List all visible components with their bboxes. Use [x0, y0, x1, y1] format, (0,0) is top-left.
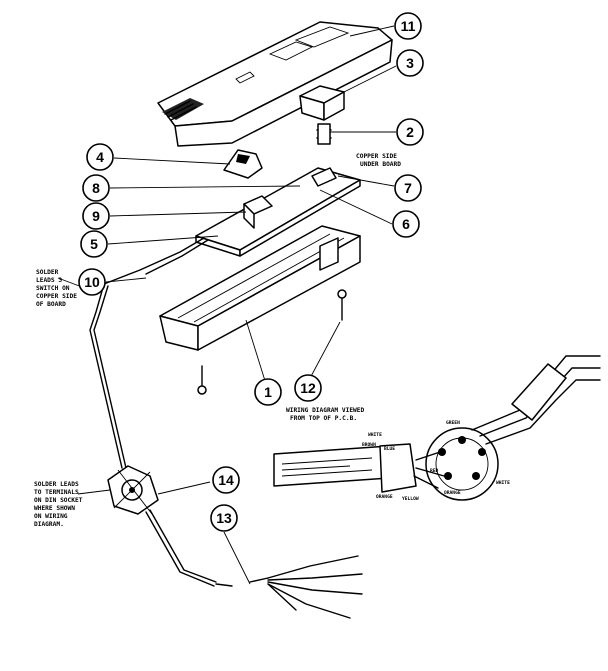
svg-text:GREEN: GREEN	[446, 420, 460, 426]
svg-text:DIAGRAM.: DIAGRAM.	[34, 521, 64, 528]
svg-text:8: 8	[92, 180, 100, 196]
svg-text:SOLDER LEADS: SOLDER LEADS	[34, 481, 79, 488]
svg-text:YELLOW: YELLOW	[402, 496, 419, 502]
svg-text:3: 3	[406, 55, 414, 71]
svg-text:ORANGE: ORANGE	[376, 494, 393, 500]
svg-text:4: 4	[96, 149, 104, 165]
svg-text:LEADS 3: LEADS 3	[36, 277, 62, 284]
button-cap-part	[299, 85, 345, 121]
wire-leads-part	[267, 555, 363, 619]
svg-text:SOLDER: SOLDER	[36, 269, 59, 276]
callout-9: 9	[82, 202, 110, 230]
top-cover-part	[157, 21, 393, 147]
svg-text:BROWN: BROWN	[362, 442, 376, 448]
callout-2: 2	[396, 118, 424, 146]
callout-13: 13	[210, 504, 238, 532]
svg-text:COPPER SIDE: COPPER SIDE	[356, 153, 397, 160]
callout-7: 7	[394, 174, 422, 202]
svg-text:WHITE: WHITE	[496, 480, 510, 486]
svg-text:ORANGE: ORANGE	[444, 490, 461, 496]
svg-text:WIRING DIAGRAM VIEWED: WIRING DIAGRAM VIEWED	[286, 407, 365, 414]
callout-10: 10	[78, 268, 106, 296]
base-tray-part	[159, 225, 361, 351]
svg-text:1: 1	[264, 384, 272, 400]
wire-color-labels: WHITE BROWN BLUE GREEN RED ORANGE YELLOW…	[362, 420, 510, 502]
svg-text:FROM TOP OF P.C.B.: FROM TOP OF P.C.B.	[290, 415, 357, 422]
note-wiring-view: WIRING DIAGRAM VIEWED FROM TOP OF P.C.B.	[286, 407, 365, 422]
svg-text:TO TERMINALS: TO TERMINALS	[34, 489, 79, 496]
callout-3: 3	[396, 49, 424, 77]
svg-text:7: 7	[404, 180, 412, 196]
svg-text:14: 14	[218, 472, 234, 488]
svg-text:ON WIRING: ON WIRING	[34, 513, 68, 520]
wiring-diagram	[273, 355, 601, 501]
svg-text:UNDER BOARD: UNDER BOARD	[360, 161, 401, 168]
callout-1: 1	[254, 378, 282, 406]
svg-text:5: 5	[90, 236, 98, 252]
svg-text:RED: RED	[430, 468, 439, 474]
svg-text:13: 13	[216, 510, 232, 526]
spring-part	[316, 123, 332, 145]
note-copper-side: COPPER SIDE UNDER BOARD	[356, 153, 401, 168]
slider-clip-part	[223, 149, 263, 179]
callout-5: 5	[80, 230, 108, 258]
svg-text:12: 12	[300, 380, 316, 396]
callout-8: 8	[82, 174, 110, 202]
svg-text:11: 11	[401, 18, 416, 34]
svg-text:10: 10	[84, 274, 100, 290]
callout-11: 11	[394, 12, 422, 40]
svg-text:COPPER SIDE: COPPER SIDE	[36, 293, 77, 300]
svg-text:WHERE SHOWN: WHERE SHOWN	[34, 505, 75, 512]
note-solder-leads-din: SOLDER LEADS TO TERMINALS ON DIN SOCKET …	[34, 481, 83, 528]
cable-part	[89, 283, 269, 587]
callout-12: 12	[294, 374, 322, 402]
din-socket-part	[107, 465, 159, 515]
svg-text:BLUE: BLUE	[384, 446, 395, 452]
callout-4: 4	[86, 143, 114, 171]
svg-text:6: 6	[402, 216, 410, 232]
svg-text:9: 9	[92, 208, 100, 224]
callout-6: 6	[392, 210, 420, 238]
svg-text:WHITE: WHITE	[368, 432, 382, 438]
note-solder-leads-switch: SOLDER LEADS 3 SWITCH ON COPPER SIDE OF …	[36, 269, 77, 308]
svg-text:2: 2	[406, 124, 414, 140]
svg-text:ON DIN SOCKET: ON DIN SOCKET	[34, 497, 83, 504]
svg-text:SWITCH ON: SWITCH ON	[36, 285, 70, 292]
callout-14: 14	[212, 466, 240, 494]
screw-part	[197, 289, 347, 395]
svg-text:OF BOARD: OF BOARD	[36, 301, 66, 308]
